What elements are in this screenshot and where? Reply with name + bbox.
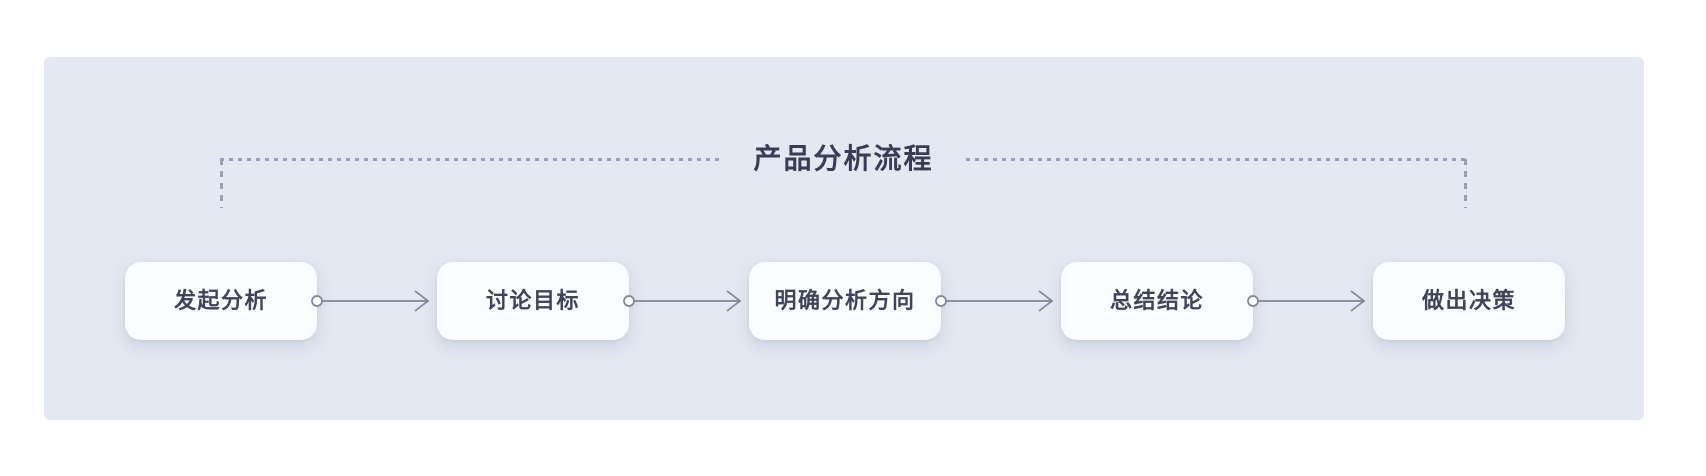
connector-start-dot — [935, 295, 947, 307]
bracket-tick-left — [220, 159, 223, 208]
arrowhead-icon — [726, 290, 742, 312]
flow-connector-3 — [935, 290, 1054, 312]
title-dotted-line-right — [965, 157, 1468, 161]
bracket-tick-right — [1464, 159, 1467, 208]
flow-step-label: 做出决策 — [1421, 288, 1516, 313]
flow-connector-2 — [623, 290, 742, 312]
arrowhead-icon — [1038, 290, 1054, 312]
flow-step-label: 讨论目标 — [485, 288, 580, 313]
title-dotted-line-left — [220, 157, 722, 161]
flow-step-discuss-goals: 讨论目标 — [437, 262, 629, 340]
flow-step-label: 明确分析方向 — [774, 288, 916, 313]
connector-start-dot — [623, 295, 635, 307]
flow-panel: 产品分析流程 发起分析 讨论目标 明确分析方向 — [44, 57, 1644, 420]
flow-connector-4 — [1247, 290, 1366, 312]
arrowhead-icon — [414, 290, 430, 312]
connector-start-dot — [311, 295, 323, 307]
flow-row: 发起分析 讨论目标 明确分析方向 — [125, 262, 1565, 340]
flow-step-label: 总结结论 — [1109, 288, 1204, 313]
flow-step-summarize-conclusions: 总结结论 — [1061, 262, 1253, 340]
flow-step-initiate-analysis: 发起分析 — [125, 262, 317, 340]
flow-step-clarify-analysis-direction: 明确分析方向 — [749, 262, 941, 340]
diagram-title: 产品分析流程 — [753, 143, 934, 174]
title-bracket: 产品分析流程 — [220, 145, 1468, 209]
connector-start-dot — [1247, 295, 1259, 307]
flow-step-label: 发起分析 — [173, 288, 268, 313]
arrowhead-icon — [1350, 290, 1366, 312]
flow-step-make-decision: 做出决策 — [1373, 262, 1565, 340]
flow-connector-1 — [311, 290, 430, 312]
